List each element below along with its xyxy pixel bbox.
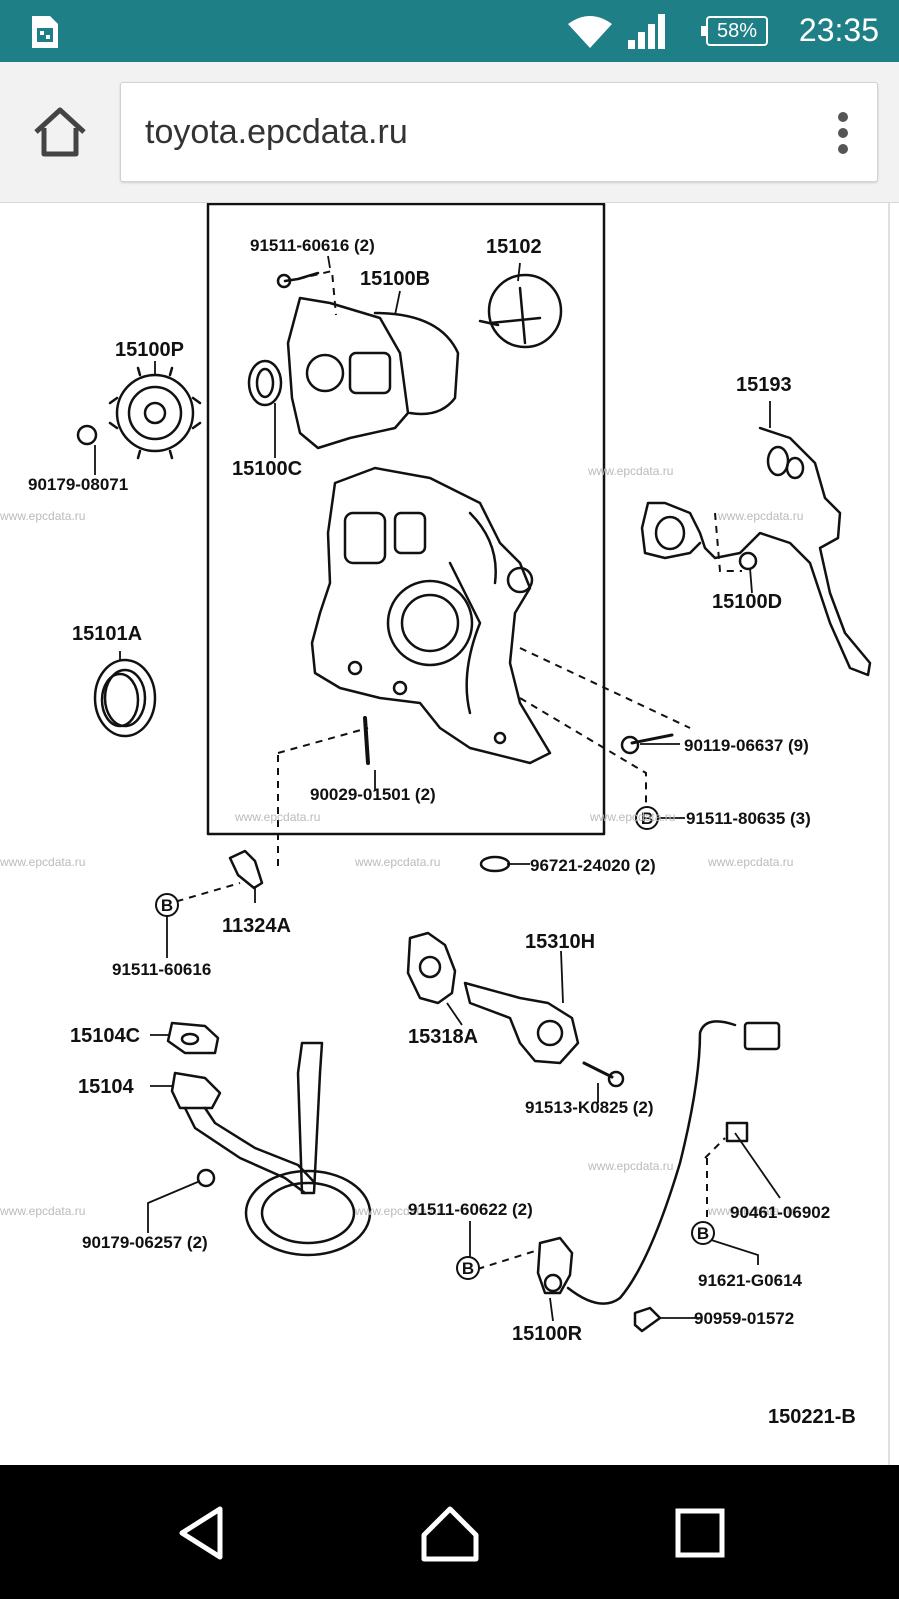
part-label: 15100R [512,1323,583,1345]
bracket-11324a [228,849,264,890]
watermark: www.epcdata.ru [587,464,673,478]
home-nav-icon[interactable] [418,1501,482,1565]
watermark: www.epcdata.ru [0,855,85,869]
clip-90461 [725,1121,749,1143]
wifi-icon [568,16,612,48]
relief-valve-15310h [463,981,580,1065]
oil-seal-15100c [247,359,283,407]
connector [743,1021,781,1051]
part-label: 91511-60616 (2) [250,236,375,255]
home-icon[interactable] [30,104,90,160]
plug-15100d [738,551,758,571]
watermark: www.epcdata.ru [587,1159,673,1173]
part-label: 91621-G0614 [698,1271,803,1290]
part-label: 91511-60622 (2) [408,1200,533,1219]
sim-card-icon [32,16,58,48]
gasket-15100b [373,311,460,416]
part-label: 11324A [222,915,291,937]
url-text[interactable]: toyota.epcdata.ru [145,113,408,151]
part-label: 90959-01572 [694,1309,794,1328]
oil-pump-body [310,466,552,765]
watermark: www.epcdata.ru [234,810,320,824]
callout-b-text-1: B [641,809,653,828]
strainer-15104 [170,1071,222,1110]
part-label: 15102 [486,236,542,258]
scroll-edge [888,203,890,1465]
nut-90179-08071 [76,424,98,446]
part-label: 15100D [712,591,782,613]
part-label: 15100B [360,268,430,290]
part-label: 15193 [736,374,792,396]
part-label: 90179-06257 (2) [82,1233,208,1252]
watermark: www.epcdata.ru [707,1204,793,1218]
part-label: 15101A [72,623,142,645]
oil-seal-15101a [93,658,157,738]
callout-b-2 [155,893,179,917]
part-label: 90461-06902 [730,1203,830,1222]
overflow-menu-icon[interactable] [837,111,849,155]
part-label: 91511-80635 (3) [686,809,811,828]
part-label: 15100P [115,339,184,361]
assembly-frame [206,203,606,836]
callout-b-text-2: B [161,896,173,915]
part-label: 96721-24020 (2) [530,856,656,875]
cell-signal-icon [628,14,665,49]
navigation-bar [0,1465,899,1599]
status-bar: 58% 23:35 [0,0,899,62]
callout-b-3 [456,1256,480,1280]
parts-diagram: B B B B www.epcdata.ru www.epcdata.ru ww… [0,203,872,1428]
watermark: www.epcdata.ru [354,1204,440,1218]
watermark: www.epcdata.ru [354,855,440,869]
watermark: www.epcdata.ru [717,509,803,523]
browser-toolbar: toyota.epcdata.ru [0,62,899,203]
watermark: www.epcdata.ru [589,810,675,824]
part-label: 15310H [525,931,595,953]
part-label: 90029-01501 (2) [310,785,436,804]
gasket-15318a [406,931,457,1005]
drawing-id: 150221-B [768,1406,856,1428]
part-label: 90119-06637 (9) [684,736,809,755]
back-icon[interactable] [170,1501,234,1565]
o-ring-96721 [479,855,511,873]
clock: 23:35 [798,12,879,48]
rotor-15102 [487,273,563,349]
watermark: www.epcdata.ru [0,1204,85,1218]
gasket-15193 [640,426,872,677]
part-label: 15318A [408,1026,478,1048]
timing-cover-upper [286,296,410,450]
part-label: 15104C [70,1025,140,1047]
callout-b-4 [691,1221,715,1245]
part-label: 15104 [78,1076,134,1098]
callout-b-text-4: B [697,1224,709,1243]
battery-icon: 58% [701,16,768,46]
recents-icon[interactable] [668,1501,732,1565]
page-content: B B B B www.epcdata.ru www.epcdata.ru ww… [0,203,899,1465]
watermark: www.epcdata.ru [707,855,793,869]
gasket-15104c [166,1021,220,1055]
part-label: 91511-60616 [112,960,211,979]
part-label: 91513-K0825 (2) [525,1098,654,1117]
callout-b-1 [635,806,659,830]
part-label: 90179-08071 [28,475,128,494]
callout-b-text-3: B [462,1259,474,1278]
part-label: 15100C [232,458,302,480]
sensor-15100r [536,1236,574,1295]
watermark: www.epcdata.ru [0,509,85,523]
url-bar[interactable]: toyota.epcdata.ru [120,82,878,182]
